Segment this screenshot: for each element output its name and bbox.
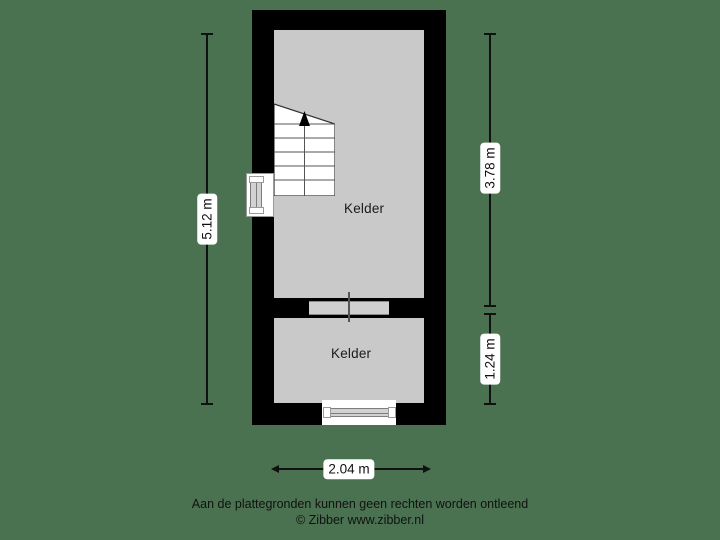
dimension-label-right-upper: 3.78 m xyxy=(480,142,500,194)
dimension-arrow-bottom-left-icon xyxy=(271,465,279,473)
staircase xyxy=(274,103,335,196)
dimension-arrow-bottom-right-icon xyxy=(423,465,431,473)
dimension-cap-right-lower-bottom xyxy=(484,403,496,405)
door-swing-tick-icon xyxy=(348,292,350,322)
room-label-kelder-lower: Kelder xyxy=(331,346,372,361)
window-left-wall-cap-bottom xyxy=(249,207,264,214)
footer-copyright: © Zibber www.zibber.nl xyxy=(295,512,424,527)
room-label-kelder-upper: Kelder xyxy=(344,201,385,216)
dimension-label-left: 5.12 m xyxy=(197,193,217,245)
window-bottom-wall-glazing xyxy=(326,408,392,417)
window-bottom-wall-cap-right xyxy=(388,407,396,418)
dimension-cap-right-upper-top xyxy=(484,33,496,35)
footer: Aan de plattegronden kunnen geen rechten… xyxy=(0,497,720,528)
footer-disclaimer: Aan de plattegronden kunnen geen rechten… xyxy=(191,497,529,511)
dimension-cap-left-bottom xyxy=(201,403,213,405)
dimension-label-right-lower: 1.24 m xyxy=(480,333,500,385)
dimension-cap-left-top xyxy=(201,33,213,35)
dimension-cap-right-upper-bottom xyxy=(484,305,496,307)
stairs-icon xyxy=(274,103,335,196)
window-bottom-wall-cap-left xyxy=(323,407,331,418)
dimension-cap-right-lower-top xyxy=(484,313,496,315)
dimension-label-bottom: 2.04 m xyxy=(323,459,375,479)
window-left-wall-cap-top xyxy=(249,176,264,183)
room-kelder-lower xyxy=(274,318,424,403)
stairs-up-arrow-icon xyxy=(299,111,310,126)
window-left-wall-glazing xyxy=(250,180,262,210)
